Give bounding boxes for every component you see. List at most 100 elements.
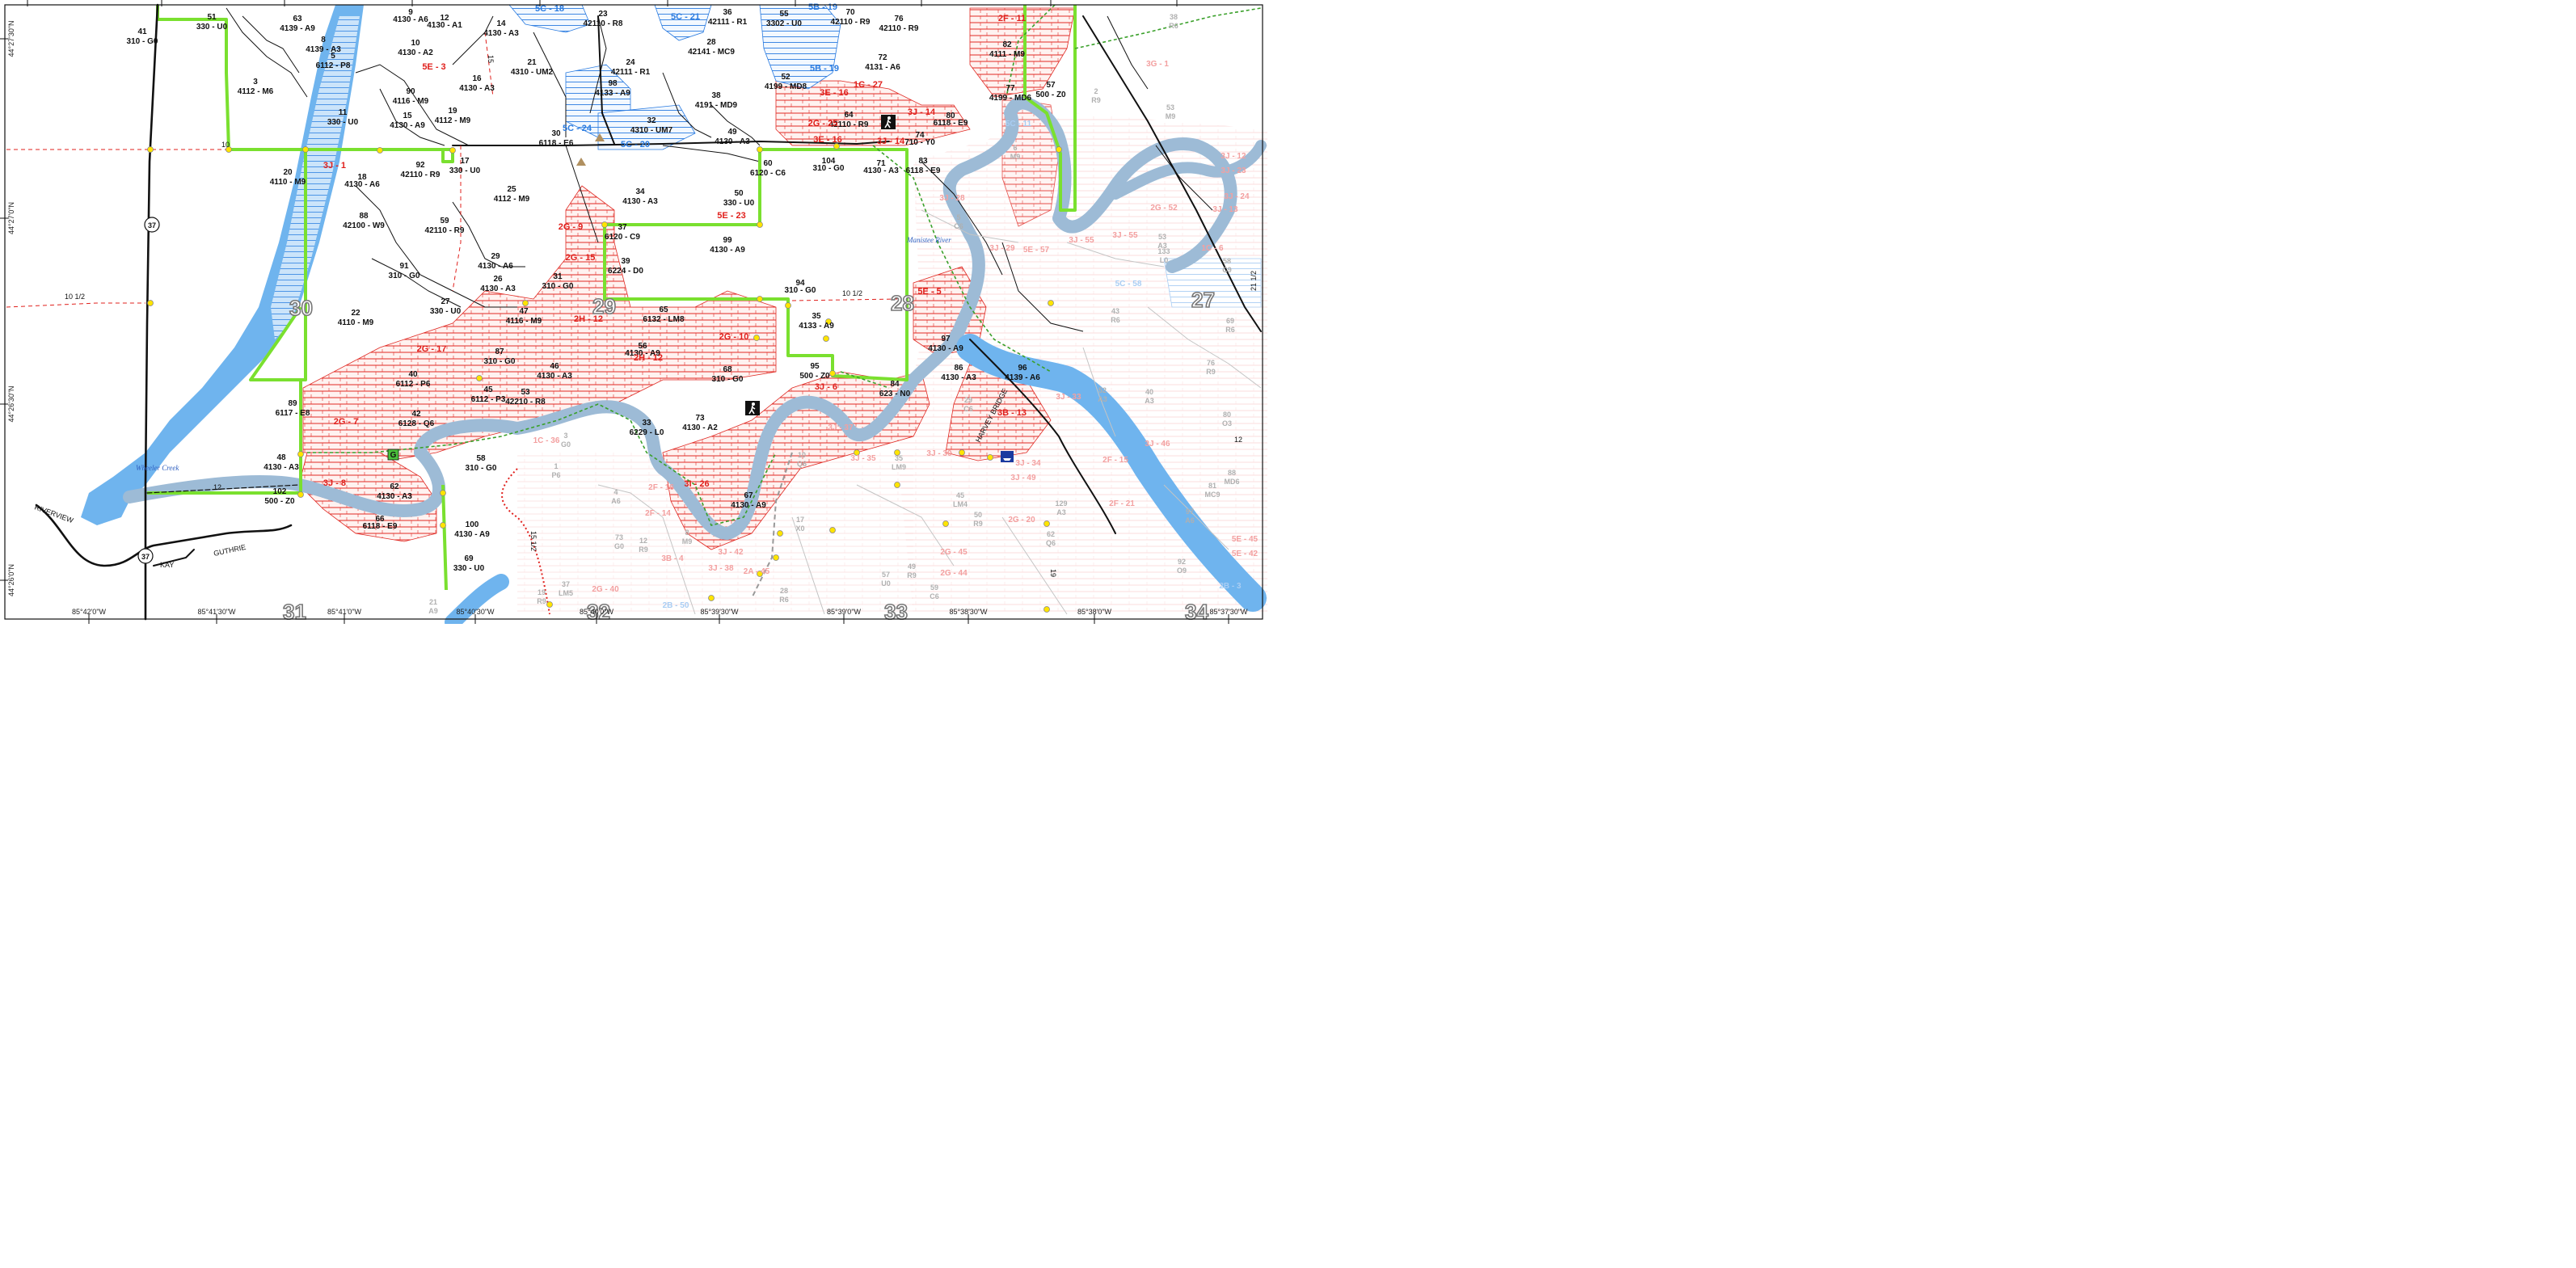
road-number: 21 1/2 xyxy=(1250,271,1258,291)
red-hatched-stands xyxy=(298,7,1076,550)
adjacent-stand-code: MD6 xyxy=(1224,478,1239,486)
adjacent-stand-number: 37 xyxy=(562,580,570,588)
stand-code: 6112 - P8 xyxy=(316,61,351,70)
stand-number: 88 xyxy=(359,212,369,221)
forest-stand-map[interactable]: G 37 37 RIVERVIEW KAY GUTHRIE HARVEY BRI… xyxy=(0,0,1267,624)
svg-text:G: G xyxy=(390,451,397,460)
adjacent-condition-label: 2B - 50 xyxy=(663,601,689,610)
stand-number: 5 xyxy=(331,52,335,61)
stand-number: 29 xyxy=(491,252,500,261)
longitude-label: 85°41'30"W xyxy=(197,608,236,616)
road-number: 12 xyxy=(213,483,221,491)
stand-number: 12 xyxy=(440,14,449,23)
stand-number: 60 xyxy=(763,159,773,168)
stand-number: 45 xyxy=(483,385,493,394)
longitude-label: 85°40'0"W xyxy=(580,608,614,616)
condition-label: 2H - 12 xyxy=(634,353,663,363)
section-number: 29 xyxy=(592,294,616,318)
map-frame xyxy=(4,4,1263,620)
stand-code: 4116 - M9 xyxy=(393,97,429,106)
adjacent-condition-label: 1C - 36 xyxy=(533,436,560,445)
stand-code: 6229 - L0 xyxy=(630,428,664,437)
adjacent-stand-number: 97 xyxy=(1186,508,1194,516)
stand-code: 4133 - A9 xyxy=(595,89,630,98)
adjacent-stand-number: 38 xyxy=(1170,13,1178,21)
boat-launch-icon xyxy=(1001,451,1014,462)
stand-number: 77 xyxy=(1006,84,1015,93)
road-number: 15 xyxy=(487,55,495,63)
stand-number: 71 xyxy=(876,159,886,168)
stand-code: 42110 - R9 xyxy=(879,24,919,33)
adjacent-stand-code: A9 xyxy=(428,607,438,615)
stand-code: 330 - U0 xyxy=(327,118,359,127)
stand-number: 46 xyxy=(550,362,559,371)
road-number: 10 xyxy=(221,141,230,149)
lowland-label: 5B - 19 xyxy=(810,64,839,74)
latitude-label: 44°27'0"N xyxy=(7,202,15,234)
stand-number: 57 xyxy=(1046,81,1056,90)
section-number: 32 xyxy=(587,600,610,624)
stand-code: 710 - Y0 xyxy=(904,138,935,147)
adjacent-stand-code: LM9 xyxy=(892,463,906,471)
roads xyxy=(35,3,1262,621)
latitude-label: 44°27'30"N xyxy=(7,20,15,57)
stand-number: 99 xyxy=(723,236,732,245)
stand-code: 4116 - M9 xyxy=(506,317,542,326)
stand-code: 4130 - A3 xyxy=(715,137,750,146)
stand-code: 4199 - MD8 xyxy=(765,82,807,91)
condition-label: 3E - 16 xyxy=(813,135,841,145)
stand-number: 26 xyxy=(493,275,503,284)
adjacent-condition-label: 5E - 45 xyxy=(1232,535,1258,544)
stand-code: 4112 - M9 xyxy=(435,116,471,125)
adjacent-stand-code: R9 xyxy=(973,520,983,528)
adjacent-condition-label: 3J - 24 xyxy=(1224,192,1250,201)
adjacent-stand-number: 59 xyxy=(930,583,938,592)
lake-hatched-strip xyxy=(271,16,360,339)
stand-number: 72 xyxy=(878,53,887,62)
stand-code: 500 - Z0 xyxy=(799,372,830,381)
adjacent-stand-number: 28 xyxy=(780,587,788,595)
stand-number: 15 xyxy=(403,112,412,120)
stand-number: 17 xyxy=(460,157,470,166)
stand-number: 48 xyxy=(276,453,286,462)
stand-number: 80 xyxy=(946,112,955,120)
condition-label: 2G - 9 xyxy=(559,222,584,232)
lowland-label: 5C - 24 xyxy=(563,124,592,133)
adjacent-stand-code: R9 xyxy=(1091,96,1101,104)
stand-code: 4191 - MD9 xyxy=(695,101,738,110)
lowland-label: 5C - 21 xyxy=(671,12,700,22)
stand-number: 32 xyxy=(647,116,656,125)
stand-number: 62 xyxy=(390,482,399,491)
adjacent-stand-code: R9 xyxy=(639,546,648,554)
longitude-label: 85°37'30"W xyxy=(1209,608,1248,616)
stand-number: 94 xyxy=(795,279,805,288)
stand-number: 16 xyxy=(472,74,482,83)
stand-number: 102 xyxy=(273,487,287,496)
stand-code: 4130 - A6 xyxy=(478,262,513,271)
latitude-ticks: 44°27'30"N44°27'0"N44°26'30"N44°26'0"N xyxy=(0,20,15,596)
adjacent-stand-number: 17 xyxy=(796,516,804,524)
road-number: 19 xyxy=(1049,569,1057,577)
stand-number: 82 xyxy=(1002,40,1012,49)
adjacent-stand-number: 6 xyxy=(1013,144,1017,152)
section-number: 34 xyxy=(1185,600,1208,624)
condition-label: 2G - 25 xyxy=(808,119,838,128)
hiking-icon xyxy=(745,401,760,415)
stand-code: 4130 - A3 xyxy=(480,284,516,293)
adjacent-condition-label: 3J - 35 xyxy=(850,454,876,463)
stand-number: 67 xyxy=(744,491,753,500)
water-label: Wheeler Creek xyxy=(136,464,179,472)
stand-code: 4130 - A9 xyxy=(454,530,490,539)
stand-code: 6118 - E9 xyxy=(906,166,941,175)
adjacent-stand-code: C9 xyxy=(1222,266,1232,274)
stand-number: 21 xyxy=(527,58,537,67)
stand-number: 73 xyxy=(695,414,705,423)
stand-number: 87 xyxy=(495,348,504,356)
adjacent-stand-number: 76 xyxy=(1207,359,1215,367)
stand-code: 4130 - A3 xyxy=(459,84,495,93)
stand-code: 6120 - C9 xyxy=(605,233,640,242)
adjacent-stand-number: 73 xyxy=(615,533,623,541)
route-shield: 37 xyxy=(144,217,160,233)
stand-number: 40 xyxy=(408,370,418,379)
